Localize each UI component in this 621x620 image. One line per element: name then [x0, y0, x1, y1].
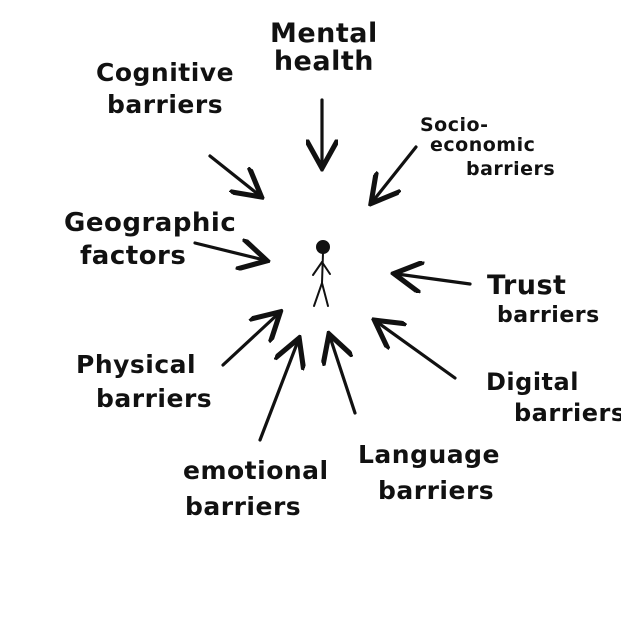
- arrow-geographic: [193, 243, 264, 260]
- person-figure: [312, 240, 331, 307]
- arrow-language: [330, 337, 357, 415]
- label-language-line-1: Language: [358, 440, 501, 469]
- label-language-line-2: barriers: [378, 476, 495, 506]
- label-trust-line-2: barriers: [497, 303, 600, 329]
- label-socio-economic-line-2: economic: [430, 133, 536, 156]
- label-trust-barriers: Trust barriers: [487, 270, 600, 329]
- label-digital-line-2: barriers: [514, 399, 621, 428]
- label-digital-line-1: Digital: [486, 368, 579, 396]
- label-socio-economic-line-1: Socio-: [420, 114, 489, 136]
- label-physical-line-1: Physical: [76, 350, 197, 379]
- label-emotional-barriers: emotional barriers: [183, 456, 329, 522]
- label-mental-health-line-2: health: [273, 46, 374, 78]
- arrow-socio-economic: [373, 145, 418, 201]
- label-trust-line-1: Trust: [487, 270, 567, 301]
- label-mental-health: Mental health: [270, 18, 378, 78]
- label-emotional-line-2: barriers: [185, 492, 302, 522]
- label-mental-health-line-1: Mental: [270, 18, 378, 49]
- label-digital-barriers: Digital barriers: [486, 368, 621, 428]
- arrow-emotional: [258, 341, 298, 442]
- label-language-barriers: Language barriers: [358, 440, 501, 506]
- label-physical-barriers: Physical barriers: [76, 350, 213, 414]
- arrow-physical: [221, 314, 278, 367]
- label-socio-economic-line-3: barriers: [466, 157, 556, 180]
- label-geographic-line-1: Geographic: [64, 208, 237, 238]
- label-physical-line-2: barriers: [96, 384, 213, 414]
- label-cognitive-line-2: barriers: [106, 90, 224, 120]
- label-geographic-line-2: factors: [80, 241, 187, 272]
- label-cognitive-barriers: Cognitive barriers: [96, 58, 235, 120]
- arrow-trust: [397, 274, 472, 284]
- label-socio-economic-barriers: Socio- economic barriers: [420, 114, 556, 180]
- label-emotional-line-1: emotional: [183, 456, 329, 485]
- label-geographic-factors: Geographic factors: [64, 208, 237, 272]
- arrow-cognitive: [208, 154, 259, 195]
- label-cognitive-line-1: Cognitive: [96, 58, 235, 87]
- arrow-digital: [377, 322, 457, 380]
